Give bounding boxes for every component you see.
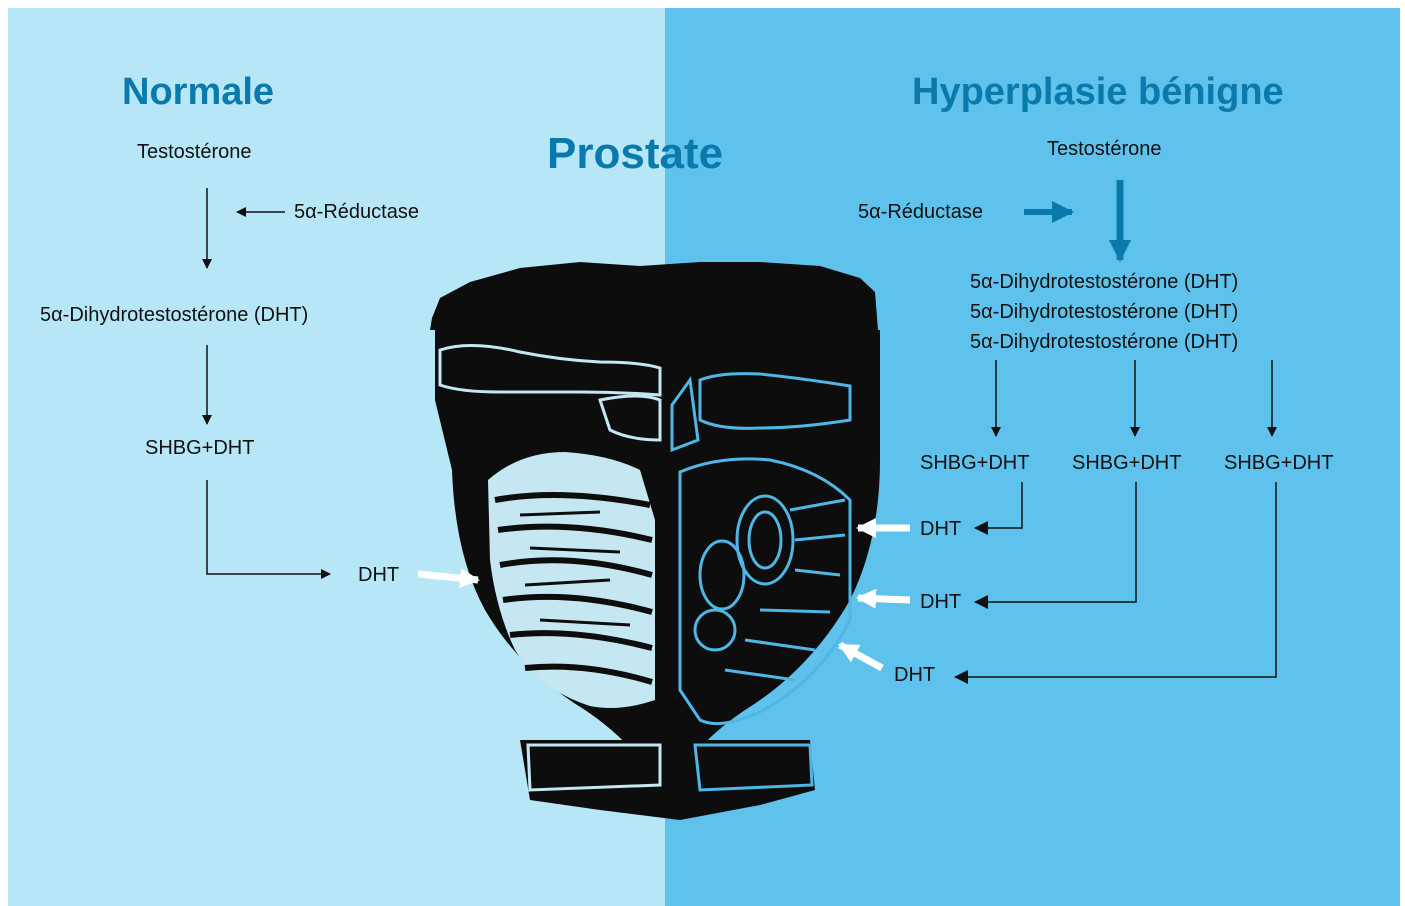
bph-free-dht-label-3: DHT	[894, 665, 935, 685]
bph-title: Hyperplasie bénigne	[912, 73, 1284, 111]
bladder-band	[430, 262, 878, 330]
bph-reductase-label: 5α-Réductase	[858, 202, 983, 222]
bph-dht-label-3: 5α-Dihydrotestostérone (DHT)	[970, 332, 1238, 352]
normal-shbg-label: SHBG+DHT	[145, 438, 254, 458]
bph-shbg-label-2: SHBG+DHT	[1072, 453, 1181, 473]
bph-pathway-arrows	[840, 180, 1276, 677]
normal-testosterone-label: Testostérone	[137, 142, 252, 162]
normal-title: Normale	[122, 73, 274, 111]
bph-free-dht-label-2: DHT	[920, 592, 961, 612]
prostate-illustration	[430, 262, 880, 820]
normal-reductase-label: 5α-Réductase	[294, 202, 419, 222]
bph-dht-label-1: 5α-Dihydrotestostérone (DHT)	[970, 272, 1238, 292]
normal-free-dht-label: DHT	[358, 565, 399, 585]
prostate-title: Prostate	[547, 132, 723, 176]
bph-dht-label-2: 5α-Dihydrotestostérone (DHT)	[970, 302, 1238, 322]
bph-free-dht-label-1: DHT	[920, 519, 961, 539]
bph-shbg-label-1: SHBG+DHT	[920, 453, 1029, 473]
bph-shbg-label-3: SHBG+DHT	[1224, 453, 1333, 473]
bph-testosterone-label: Testostérone	[1047, 139, 1162, 159]
normal-dht-label: 5α-Dihydrotestostérone (DHT)	[40, 305, 308, 325]
